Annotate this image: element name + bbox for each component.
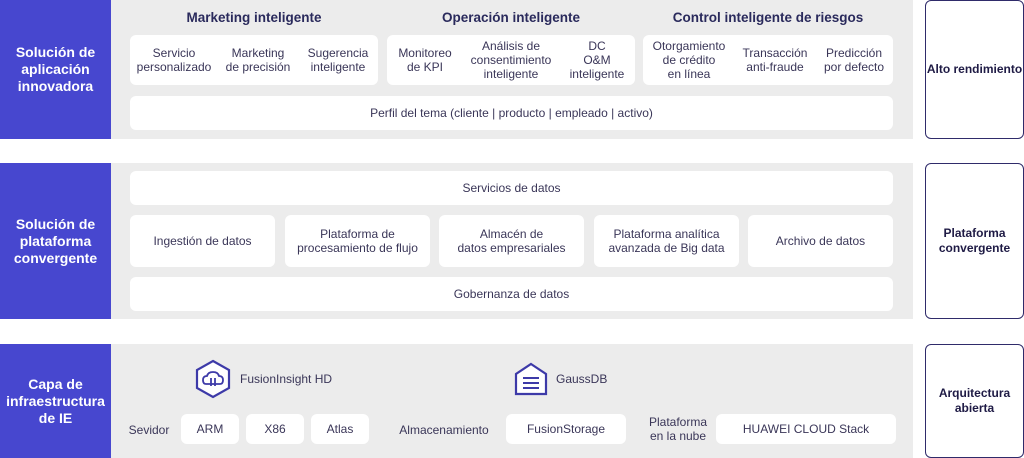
fusioninsight-label: FusionInsight HD (240, 372, 333, 386)
item-personalized-service: Servicio personalizado (136, 46, 212, 74)
data-archive-card: Archivo de datos (748, 215, 893, 267)
item-smart-suggestion: Sugerencia inteligente (307, 46, 369, 74)
gaussdb-house-icon (514, 362, 548, 396)
right-label-open-architecture: Arquitectura abierta (925, 344, 1024, 458)
server-label: Sevidor (128, 423, 170, 437)
risk-group-card: Otorgamiento de crédito en línea Transac… (643, 35, 893, 85)
item-anti-fraud: Transacción anti-fraude (742, 46, 808, 74)
item-consent-analysis: Análisis de consentimiento inteligente (470, 39, 552, 81)
server-arm-card: ARM (181, 414, 239, 444)
cloud-platform-label: Plataforma en la nube (648, 415, 708, 443)
server-atlas-card: Atlas (311, 414, 369, 444)
group-heading-operation: Operación inteligente (441, 10, 581, 25)
huawei-cloud-stack-card: HUAWEI CLOUD Stack (716, 414, 896, 444)
server-x86-card: X86 (246, 414, 304, 444)
item-kpi-monitoring: Monitoreo de KPI (398, 46, 452, 74)
storage-label: Almacenamiento (399, 423, 489, 437)
item-dc-om: DC O&M inteligente (569, 39, 625, 81)
enterprise-warehouse-card: Almacén de datos empresariales (439, 215, 584, 267)
data-ingestion-card: Ingestión de datos (130, 215, 275, 267)
item-default-prediction: Predicción por defecto (823, 46, 885, 74)
marketing-group-card: Servicio personalizado Marketing de prec… (130, 35, 378, 85)
right-label-converged-platform: Plataforma convergente (925, 163, 1024, 319)
application-layer-title: Solución de aplicación innovadora (0, 0, 111, 139)
data-services-card: Servicios de datos (130, 171, 893, 205)
infrastructure-layer-title: Capa de infraestructura de IE (0, 344, 111, 458)
item-precision-marketing: Marketing de precisión (225, 46, 291, 74)
data-governance-card: Gobernanza de datos (130, 277, 893, 311)
right-label-high-performance: Alto rendimiento (925, 0, 1024, 139)
fusioninsight-hex-icon (195, 359, 231, 399)
operation-group-card: Monitoreo de KPI Análisis de consentimie… (387, 35, 635, 85)
group-heading-risk: Control inteligente de riesgos (672, 10, 864, 25)
stream-processing-card: Plataforma de procesamiento de flujo (285, 215, 430, 267)
profile-card: Perfil del tema (cliente | producto | em… (130, 96, 893, 130)
platform-layer-title: Solución de plataforma convergente (0, 163, 111, 319)
group-heading-marketing: Marketing inteligente (186, 10, 322, 25)
gaussdb-label: GaussDB (556, 372, 608, 386)
big-data-analytics-card: Plataforma analítica avanzada de Big dat… (594, 215, 739, 267)
item-online-credit: Otorgamiento de crédito en línea (652, 39, 726, 81)
fusionstorage-card: FusionStorage (506, 414, 626, 444)
